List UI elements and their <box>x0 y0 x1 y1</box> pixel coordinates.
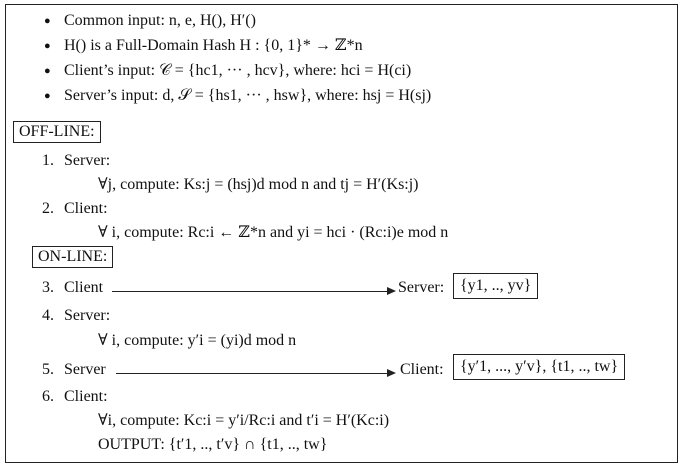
arrow-right-icon <box>116 369 396 377</box>
step6-role: Client: <box>64 388 108 405</box>
step1-role: Server: <box>64 152 111 169</box>
step5-receiver: Client: <box>400 361 444 378</box>
bullet-icon: ● <box>44 15 51 27</box>
bullet-icon: ● <box>44 65 51 77</box>
arrow-right-icon <box>112 287 396 295</box>
step3-receiver: Server: <box>398 279 445 296</box>
bullet-icon: ● <box>44 40 51 52</box>
step-number: 6. <box>42 388 54 405</box>
server-input-line: Server’s input: d, 𝒮 = {hs1, ··· , hsw},… <box>64 87 432 104</box>
step6-compute: ∀i, compute: Kc:i = y′i/Rc:i and t′i = H… <box>98 412 390 429</box>
bullet-icon: ● <box>44 90 51 102</box>
client-input-line: Client’s input: 𝒞 = {hc1, ··· , hcv}, wh… <box>64 62 412 79</box>
step1-compute: ∀j, compute: Ks:j = (hsj)d mod n and tj … <box>98 176 419 193</box>
common-input-line: Common input: n, e, H(), H′() <box>64 12 256 29</box>
step4-compute: ∀ i, compute: y′i = (yi)d mod n <box>98 332 297 349</box>
step-number: 1. <box>42 152 54 169</box>
offline-label: OFF-LINE: <box>13 121 101 143</box>
protocol-frame <box>5 4 678 463</box>
hash-definition-line: H() is a Full-Domain Hash H : {0, 1}* → … <box>64 37 363 54</box>
step3-message-box: {y1, .., yv} <box>453 273 539 299</box>
online-label: ON-LINE: <box>32 246 114 268</box>
step2-compute: ∀ i, compute: Rc:i ← ℤ*n and yi = hci · … <box>98 224 449 241</box>
step2-role: Client: <box>64 200 108 217</box>
step3-sender: Client <box>64 279 104 296</box>
step-number: 4. <box>42 307 54 324</box>
step6-output: OUTPUT: {t′1, .., t′v} ∩ {t1, .., tw} <box>98 436 328 453</box>
step4-role: Server: <box>64 307 111 324</box>
step-number: 2. <box>42 200 54 217</box>
step5-message-box: {y′1, ..., y′v}, {t1, .., tw} <box>453 354 626 380</box>
step-number: 3. <box>42 279 54 296</box>
step-number: 5. <box>42 361 54 378</box>
step5-sender: Server <box>64 361 106 378</box>
